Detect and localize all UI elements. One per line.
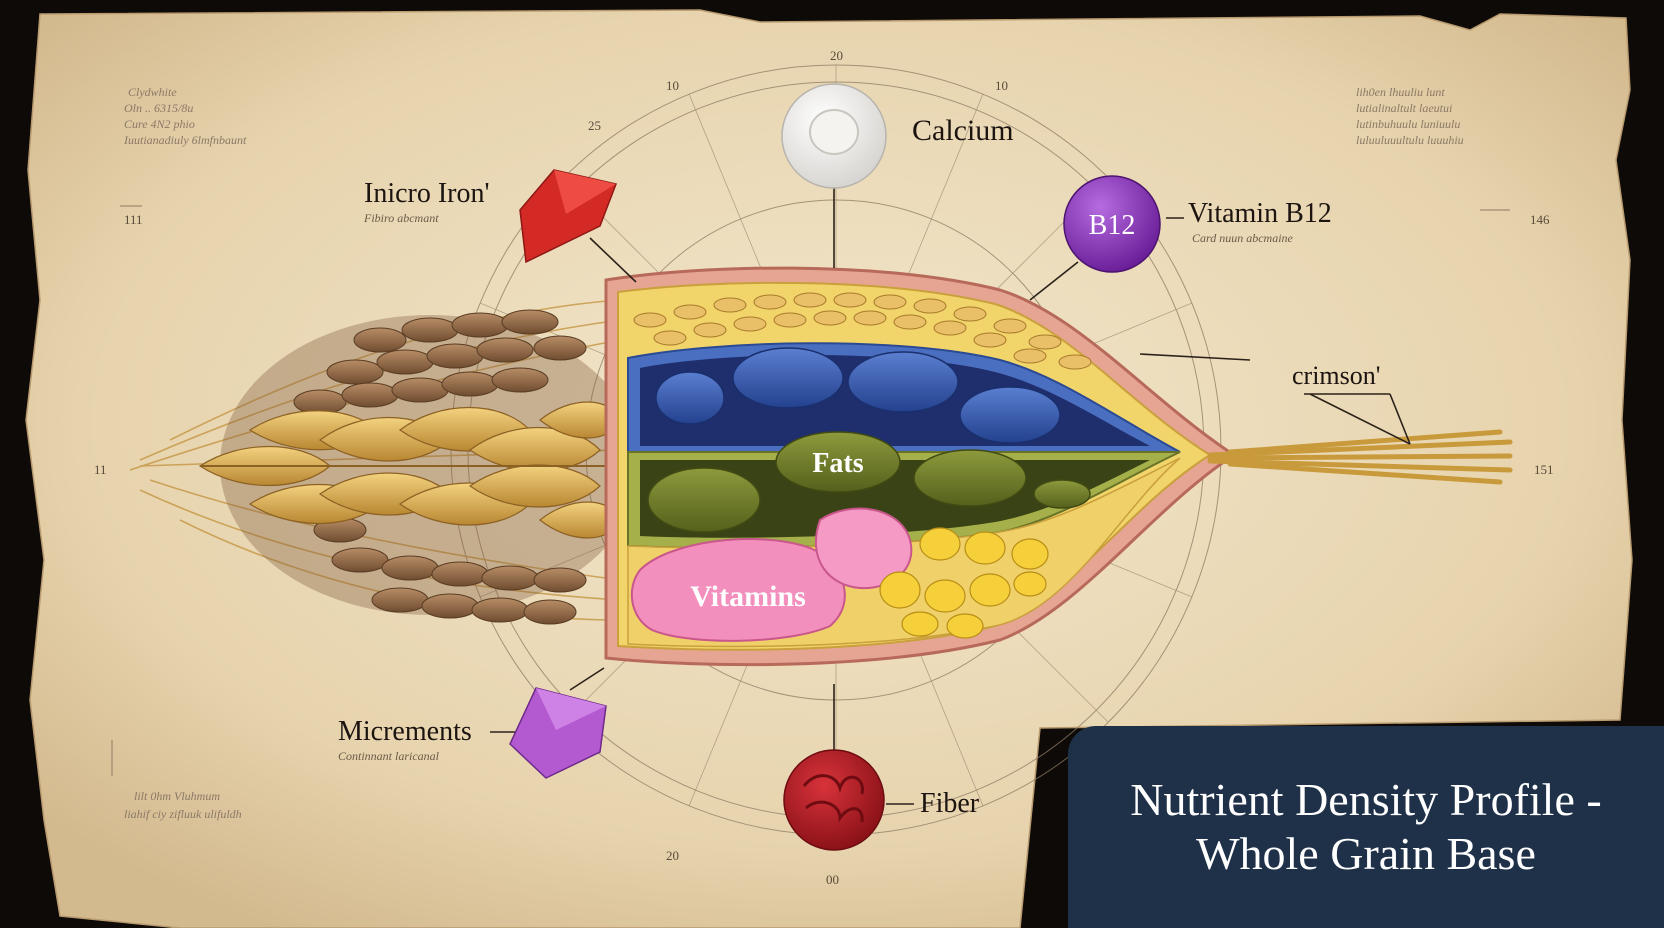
iron-label: Inicro Iron' <box>364 178 490 209</box>
svg-text:luluuluuultulu luuuhiu: luluuluuultulu luuuhiu <box>1356 133 1464 147</box>
tick-left-edge: 11 <box>94 462 107 477</box>
tick-right-margin: 146 <box>1530 212 1550 227</box>
tick-left-margin: 111 <box>124 212 143 227</box>
title-panel: Nutrient Density Profile - Whole Grain B… <box>1068 726 1664 928</box>
svg-text:lutinbuhuulu luniuulu: lutinbuhuulu luniuulu <box>1356 117 1460 131</box>
vitamins-label: Vitamins <box>690 580 806 613</box>
fat-beans <box>647 431 1091 533</box>
b12-badge-text: B12 <box>1089 210 1136 241</box>
tick-top-left: 10 <box>666 78 679 93</box>
aleurone-grains <box>633 292 1092 370</box>
grain-tail <box>1207 429 1513 485</box>
note-bottom-left: lilt 0hm Vluhmum liahif ciy zifluuk ulif… <box>111 740 242 821</box>
svg-text:liahif ciy zifluuk ulifuldh: liahif ciy zifluuk ulifuldh <box>124 807 242 821</box>
note-top-right: lih0en lhuuliu lunt lutialinaltult laeut… <box>1356 85 1510 211</box>
svg-text:Cure 4N2 phio: Cure 4N2 phio <box>124 117 195 131</box>
tick-bottom: 00 <box>826 872 839 887</box>
tick-top-right: 10 <box>995 78 1008 93</box>
fats-label: Fats <box>812 448 863 479</box>
micrements-label: Micrements <box>338 716 472 747</box>
tick-upper-left: 25 <box>588 118 601 133</box>
title-line-1: Nutrient Density Profile - <box>1130 774 1602 825</box>
svg-text:Clydwhite: Clydwhite <box>128 85 177 99</box>
iron-sublabel: Fibiro abcmant <box>363 211 439 225</box>
note-top-left: Clydwhite Oln .. 6315/8u Cure 4N2 phio I… <box>120 85 247 207</box>
crimson-label: crimson' <box>1292 361 1380 390</box>
micrements-sublabel: Continnant laricanal <box>338 749 440 763</box>
tick-top: 20 <box>830 48 843 63</box>
iron-icon <box>519 169 618 264</box>
svg-text:Oln .. 6315/8u: Oln .. 6315/8u <box>124 101 193 115</box>
calcium-icon <box>781 83 887 189</box>
fiber-icon <box>783 749 885 851</box>
svg-text:lilt 0hm Vluhmum: lilt 0hm Vluhmum <box>134 789 220 803</box>
svg-text:Iuutianadiuly 6lmfnbaunt: Iuutianadiuly 6lmfnbaunt <box>123 133 247 147</box>
calcium-label: Calcium <box>912 114 1014 147</box>
b12-sublabel: Card nuun abcmaine <box>1192 231 1294 245</box>
grain-cross-section <box>604 266 1237 667</box>
yellow-grains <box>879 527 1049 639</box>
scale-tick-labels: 20 10 10 25 11 111 146 151 00 20 <box>94 48 1554 887</box>
leader-lines <box>490 188 1411 750</box>
micrements-icon <box>509 687 607 779</box>
fiber-label: Fiber <box>920 788 980 819</box>
vitamin-blobs <box>631 507 913 642</box>
wheat-head <box>198 309 640 625</box>
tick-bottom-left: 20 <box>666 848 679 863</box>
b12-label: Vitamin B12 <box>1188 198 1332 229</box>
svg-text:lutialinaltult laeutui: lutialinaltult laeutui <box>1356 101 1452 115</box>
svg-text:lih0en lhuuliu lunt: lih0en lhuuliu lunt <box>1356 85 1445 99</box>
protein-beans <box>655 347 1061 444</box>
b12-icon: B12 <box>1063 175 1161 273</box>
tick-right-edge: 151 <box>1534 462 1554 477</box>
title-line-2: Whole Grain Base <box>1196 828 1536 879</box>
